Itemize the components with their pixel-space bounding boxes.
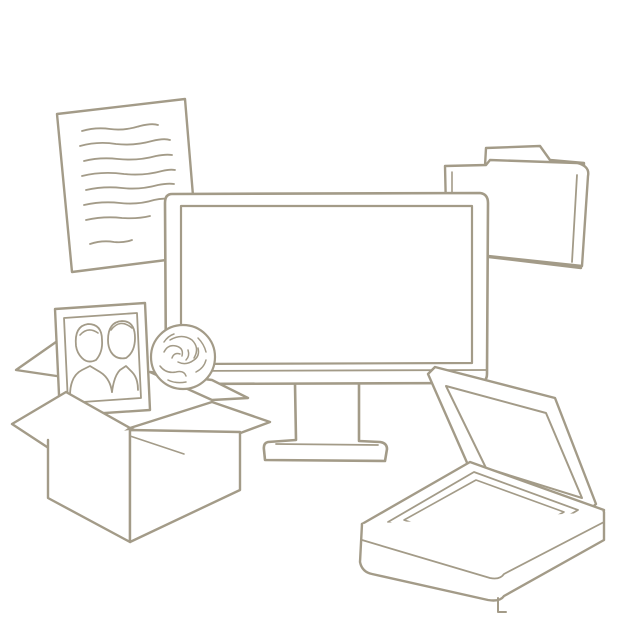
rose-icon [149, 323, 217, 391]
box-front [10, 390, 272, 544]
monitor-icon [163, 191, 490, 463]
photo-frame-icon [53, 301, 152, 418]
scanner-icon [358, 365, 606, 613]
